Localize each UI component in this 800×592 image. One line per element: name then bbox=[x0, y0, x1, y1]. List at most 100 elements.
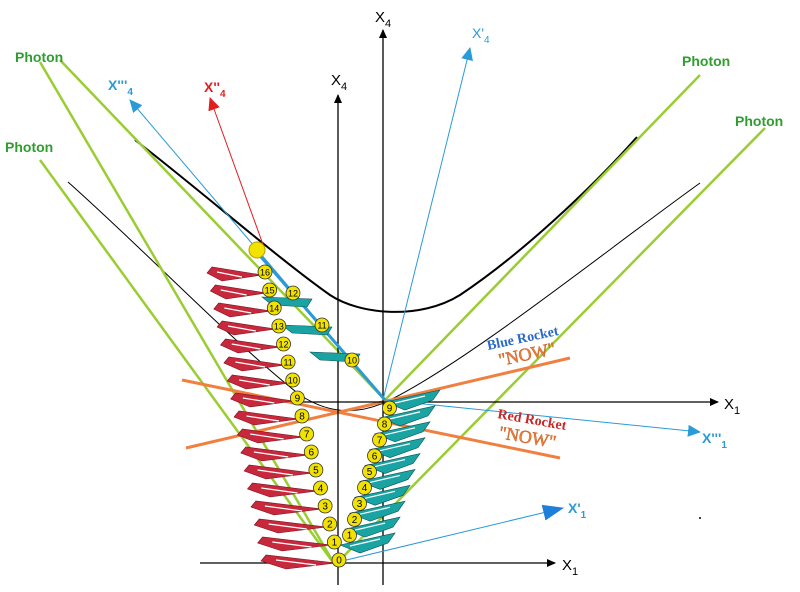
red-marker: 9 bbox=[289, 390, 305, 406]
red-rocket-ship bbox=[260, 554, 337, 570]
extra-marker: 11 bbox=[314, 317, 330, 333]
red-marker: 4 bbox=[313, 480, 328, 496]
svg-text:2: 2 bbox=[327, 520, 333, 531]
svg-text:15: 15 bbox=[265, 286, 275, 296]
red-marker: 5 bbox=[308, 462, 324, 478]
photon-label-top-left: Photon bbox=[15, 49, 63, 65]
photon-line-upper-left bbox=[59, 59, 386, 401]
red-marker: 12 bbox=[276, 336, 291, 352]
blue-marker: 4 bbox=[357, 480, 372, 495]
red-marker: 7 bbox=[299, 426, 315, 442]
svg-text:11: 11 bbox=[283, 358, 292, 368]
svg-text:16: 16 bbox=[260, 268, 270, 278]
x1-prime-label: X'1 bbox=[568, 500, 587, 521]
x4-dprime-label: X''4 bbox=[204, 79, 226, 100]
red-marker: 2 bbox=[322, 516, 338, 532]
photon-label-left: Photon bbox=[5, 139, 53, 155]
red-rocket-ship bbox=[243, 464, 313, 480]
hyperbola-outer bbox=[134, 136, 638, 313]
blue-marker: 6 bbox=[367, 448, 382, 464]
svg-text:12: 12 bbox=[278, 340, 288, 350]
red-rocket-ship bbox=[216, 320, 276, 336]
red-rocket-ship bbox=[230, 392, 295, 408]
red-marker: 6 bbox=[303, 444, 319, 460]
event-dot bbox=[248, 241, 266, 259]
svg-text:9: 9 bbox=[295, 394, 301, 405]
red-marker: 8 bbox=[294, 408, 310, 424]
extra-marker: 12 bbox=[285, 285, 301, 301]
svg-text:6: 6 bbox=[308, 448, 314, 459]
svg-text:4: 4 bbox=[362, 483, 368, 494]
svg-text:1: 1 bbox=[332, 538, 338, 549]
svg-text:3: 3 bbox=[322, 502, 328, 513]
red-rocket-worldline bbox=[206, 266, 337, 570]
red-rocket-ship bbox=[213, 302, 272, 318]
red-rocket-ship bbox=[240, 446, 309, 462]
red-rocket-ship bbox=[220, 338, 281, 354]
svg-text:8: 8 bbox=[299, 412, 305, 423]
red-rocket-ship bbox=[206, 266, 263, 282]
red-marker: 3 bbox=[317, 498, 333, 514]
svg-text:5: 5 bbox=[367, 467, 373, 478]
x4-prime-axis bbox=[382, 47, 473, 401]
blue-rocket-ship bbox=[338, 532, 396, 554]
photon-line-left-1 bbox=[38, 61, 337, 566]
photon-line-right-1 bbox=[334, 127, 766, 566]
svg-text:12: 12 bbox=[288, 289, 298, 299]
svg-text:8: 8 bbox=[382, 420, 388, 431]
extra-marker: 10 bbox=[344, 352, 360, 368]
svg-text:6: 6 bbox=[372, 451, 378, 462]
red-marker: 15 bbox=[262, 282, 278, 298]
blue-rocket-ship bbox=[363, 453, 421, 474]
svg-text:5: 5 bbox=[313, 466, 319, 477]
x1-tprime-axis bbox=[384, 399, 701, 437]
svg-text:10: 10 bbox=[347, 356, 357, 366]
x1-label-upper: X1 bbox=[724, 396, 740, 417]
blue-marker: 3 bbox=[352, 496, 367, 511]
svg-text:4: 4 bbox=[318, 484, 324, 495]
photon-label-right: Photon bbox=[735, 113, 783, 129]
blue-rocket-ship bbox=[383, 389, 441, 411]
blue-marker: 2 bbox=[347, 511, 362, 527]
red-rocket-ship bbox=[246, 482, 318, 498]
x1-prime-axis bbox=[337, 504, 564, 563]
extra-markers: 10 11 12 bbox=[285, 285, 360, 368]
x4-label-left: X4 bbox=[331, 72, 347, 93]
blue-rocket-ship bbox=[368, 437, 426, 458]
blue-rocket-ship bbox=[343, 516, 401, 538]
red-rocket-ship bbox=[226, 374, 290, 390]
photon-line-right-2 bbox=[384, 74, 701, 401]
blue-rocket-ship bbox=[353, 484, 411, 506]
svg-text:14: 14 bbox=[269, 304, 279, 314]
red-rocket-ship bbox=[233, 410, 300, 426]
red-marker: 1 bbox=[326, 534, 342, 550]
blue-marker: 5 bbox=[362, 464, 377, 480]
blue-marker: 9 bbox=[382, 400, 397, 416]
blue-rocket-ship bbox=[348, 500, 406, 522]
red-marker: 14 bbox=[266, 300, 282, 316]
svg-text:0: 0 bbox=[336, 556, 342, 567]
svg-text:1: 1 bbox=[347, 531, 353, 542]
photon-line-left-2 bbox=[38, 159, 337, 566]
x1-label-lower: X1 bbox=[562, 557, 578, 578]
red-now-line bbox=[181, 378, 561, 460]
svg-text:10: 10 bbox=[288, 376, 298, 386]
svg-text:2: 2 bbox=[352, 515, 358, 526]
red-rocket-ship bbox=[236, 428, 304, 444]
svg-text:11: 11 bbox=[317, 321, 326, 331]
svg-text:7: 7 bbox=[377, 435, 383, 446]
stray-dot bbox=[699, 517, 701, 519]
x4-label-right: X4 bbox=[375, 9, 391, 30]
photon-label-top-right: Photon bbox=[682, 53, 730, 69]
blue-marker: 8 bbox=[377, 416, 392, 432]
red-marker: 16 bbox=[257, 264, 273, 280]
red-rocket-ship bbox=[253, 518, 327, 534]
blue-rocket-ship bbox=[358, 468, 416, 490]
red-rocket-ship bbox=[223, 356, 286, 372]
red-marker: 0 bbox=[331, 552, 347, 568]
red-rocket-ship bbox=[257, 536, 332, 552]
hyperbola-inner bbox=[67, 181, 701, 412]
blue-rocket-ship bbox=[373, 421, 431, 443]
x4-tprime-label: X'''4 bbox=[108, 77, 133, 98]
